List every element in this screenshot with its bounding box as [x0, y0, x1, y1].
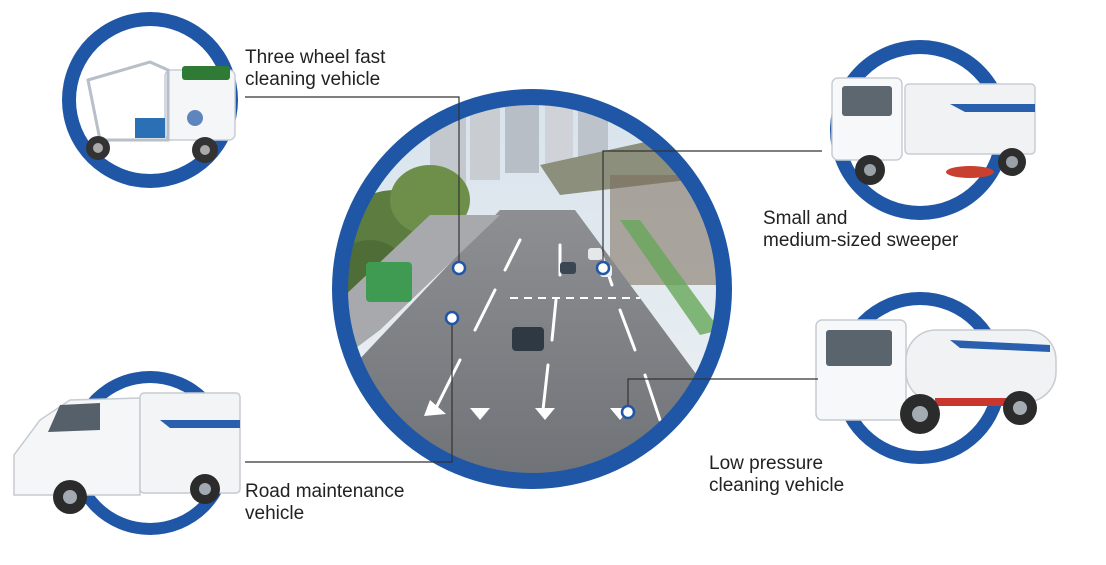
connector-sweeper	[602, 150, 822, 268]
marker-dot-road-maintenance[interactable]	[444, 310, 460, 326]
marker-dot-sweeper[interactable]	[595, 260, 611, 276]
label-low-pressure: Low pressure cleaning vehicle	[709, 453, 845, 496]
connector-low-pressure	[627, 378, 818, 409]
three-wheel-vehicle-photo	[62, 12, 238, 188]
road-maintenance-vehicle-photo	[13, 371, 241, 535]
center-photo	[332, 89, 732, 489]
connector-road-maintenance	[245, 318, 453, 463]
sweeper-vehicle-photo	[830, 40, 1036, 220]
low-pressure-vehicle-photo	[815, 292, 1057, 464]
label-road-maintenance: Road maintenance vehicle	[245, 481, 405, 524]
marker-dot-three-wheel[interactable]	[451, 260, 467, 276]
label-three-wheel: Three wheel fast cleaning vehicle	[245, 47, 386, 90]
marker-dot-low-pressure[interactable]	[620, 404, 636, 420]
label-sweeper: Small and medium-sized sweeper	[763, 208, 959, 251]
connector-three-wheel	[245, 96, 460, 268]
